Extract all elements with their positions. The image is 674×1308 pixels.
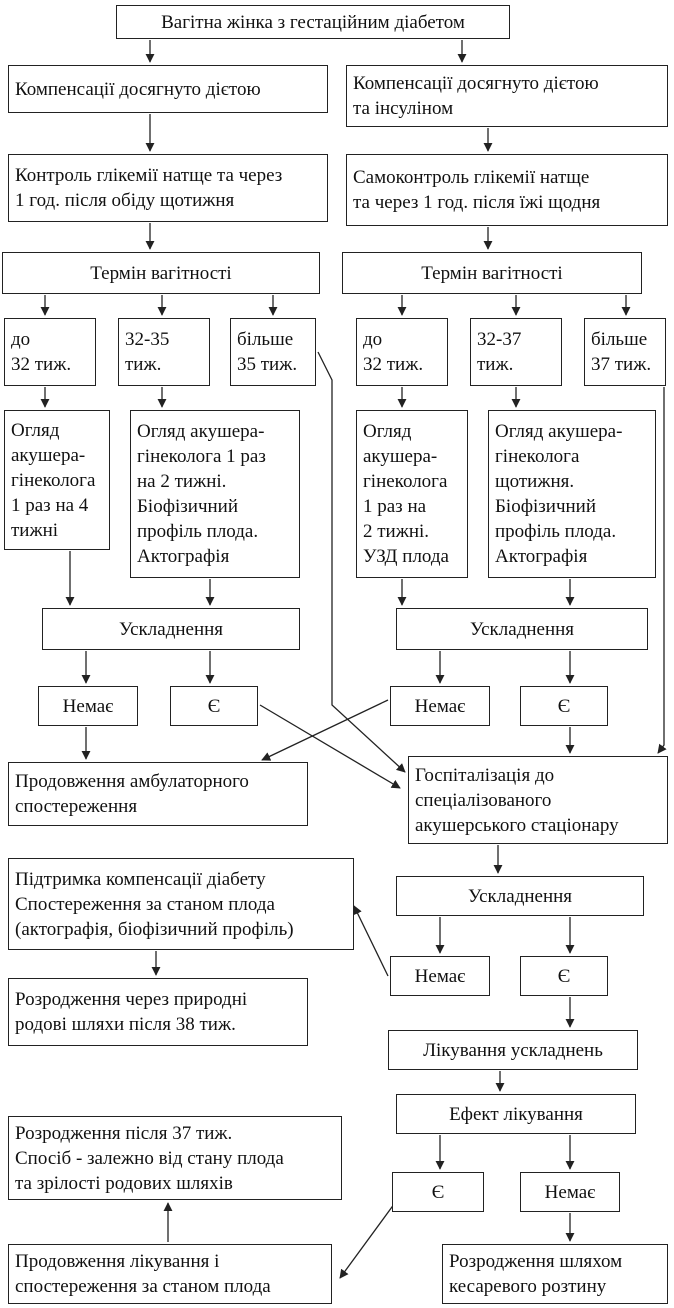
node-root: Вагітна жінка з гестаційним діабетом <box>116 5 510 39</box>
node-ambulatory: Продовження амбулаторного спостереження <box>8 762 308 826</box>
node-birth-after-37: Розродження після 37 тиж. Спосіб - залеж… <box>8 1116 342 1200</box>
node-right-32-37: 32-37 тиж. <box>470 318 562 386</box>
node-glyc-weekly: Контроль глікемії натще та через 1 год. … <box>8 154 328 222</box>
node-left-exam-2weeks: Огляд акушера- гінеколога 1 раз на 2 тиж… <box>130 410 300 578</box>
node-left-yes: Є <box>170 686 258 726</box>
node-hospital-complications: Ускладнення <box>396 876 644 916</box>
node-right-gt37: більше 37 тиж. <box>584 318 666 386</box>
node-comp-diet: Компенсації досягнуто дієтою <box>8 65 328 113</box>
node-right-exam-weekly: Огляд акушера- гінеколога щотижня. Біофі… <box>488 410 656 578</box>
node-right-none: Немає <box>390 686 490 726</box>
node-left-gt35: більше 35 тиж. <box>230 318 316 386</box>
node-treatment-effect: Ефект лікування <box>396 1094 636 1134</box>
node-effect-none: Немає <box>520 1172 620 1212</box>
node-comp-diet-insulin: Компенсації досягнуто дієтою та інсуліно… <box>346 65 668 127</box>
node-hospital-none: Немає <box>390 956 490 996</box>
connector-arrow-33 <box>353 905 389 977</box>
node-hospital: Госпіталізація до спеціалізованого акуше… <box>408 756 668 844</box>
node-right-complications: Ускладнення <box>396 608 648 650</box>
node-natural-birth: Розродження через природні родові шляхи … <box>8 978 308 1046</box>
node-continue-treatment: Продовження лікування і спостереження за… <box>8 1244 332 1304</box>
node-term-right: Термін вагітності <box>342 252 642 294</box>
node-support: Підтримка компенсації діабету Спостереже… <box>8 858 354 950</box>
node-left-32-35: 32-35 тиж. <box>118 318 210 386</box>
node-cesarean: Розродження шляхом кесаревого розтину <box>442 1244 668 1304</box>
connector-arrow-27 <box>261 699 389 761</box>
node-glyc-daily: Самоконтроль глікемії натще та через 1 г… <box>346 154 668 226</box>
node-term-left: Термін вагітності <box>2 252 320 294</box>
node-left-none: Немає <box>38 686 138 726</box>
node-hospital-yes: Є <box>520 956 608 996</box>
node-left-exam-4weeks: Огляд акушера- гінеколога 1 раз на 4 тиж… <box>4 410 110 550</box>
node-left-lt32: до 32 тиж. <box>4 318 96 386</box>
node-treatment: Лікування ускладнень <box>388 1030 638 1070</box>
node-effect-yes: Є <box>392 1172 484 1212</box>
connector-arrow-39 <box>339 1195 401 1279</box>
connector-arrow-29 <box>657 387 667 754</box>
node-left-complications: Ускладнення <box>42 608 300 650</box>
node-right-yes: Є <box>520 686 608 726</box>
node-right-lt32: до 32 тиж. <box>356 318 448 386</box>
node-right-exam-2weeks: Огляд акушера- гінеколога 1 раз на 2 тиж… <box>356 410 468 578</box>
